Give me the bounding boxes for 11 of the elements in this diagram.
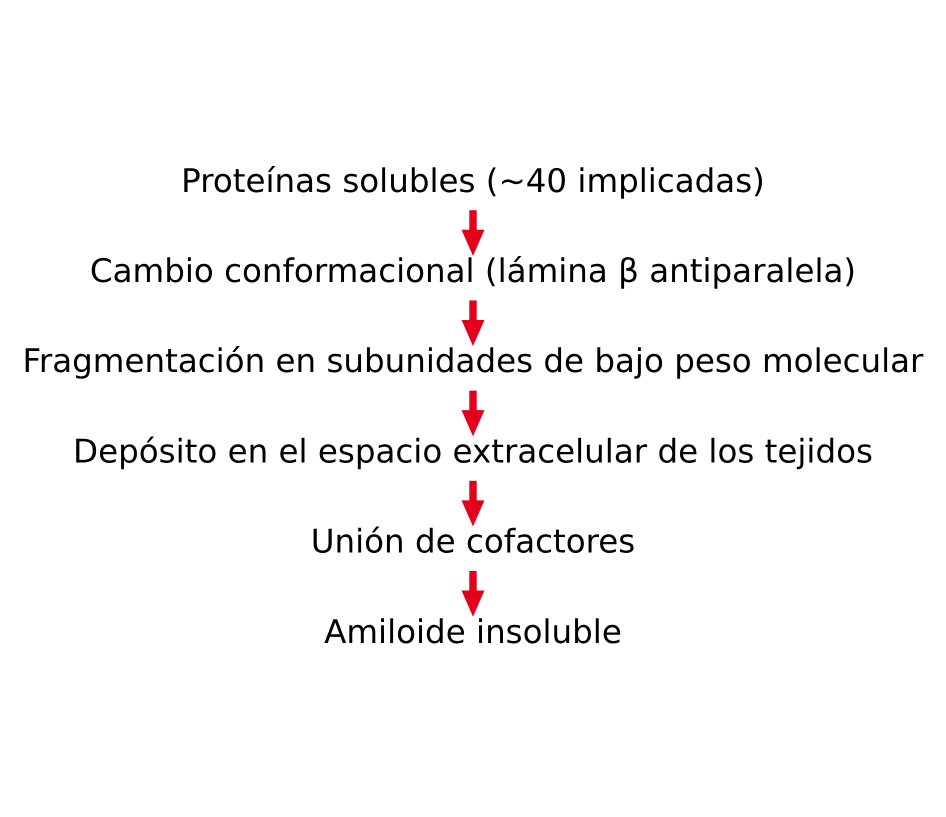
- node-text: Proteínas solubles (~40 implicadas): [181, 161, 765, 200]
- node-text: Fragmentación en subunidades de bajo peso molecular: [22, 342, 924, 380]
- node-text: Amiloide insoluble: [324, 612, 622, 650]
- arrow: [462, 390, 484, 436]
- arrow: [462, 570, 484, 616]
- arrow: [462, 210, 484, 256]
- arrow: [462, 300, 484, 346]
- node-text: Depósito en el espacio extracelular de los tejidos: [73, 432, 873, 470]
- node-text: Cambio conformacional (lámina β antiparalela): [90, 251, 856, 290]
- arrow: [462, 480, 484, 526]
- node-text: Unión de cofactores: [310, 522, 636, 560]
